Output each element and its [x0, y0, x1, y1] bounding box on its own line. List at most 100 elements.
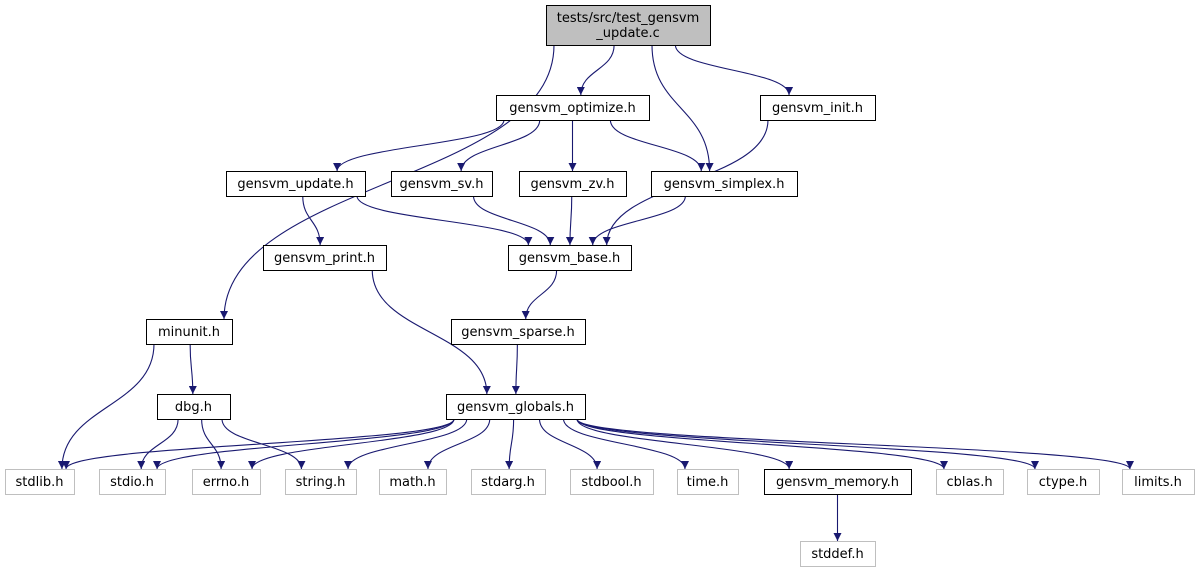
node-print[interactable]: gensvm_print.h [263, 245, 387, 271]
node-globals[interactable]: gensvm_globals.h [446, 394, 586, 420]
node-limits-label: limits.h [1134, 475, 1182, 490]
node-stdarg-label: stdarg.h [481, 475, 535, 490]
edge-zv-to-base [565, 195, 574, 246]
edge-dbg-to-stdio [137, 418, 179, 470]
node-simplex[interactable]: gensvm_simplex.h [651, 171, 798, 197]
node-stddef-label: stddef.h [811, 547, 863, 562]
edge-update-to-print [302, 195, 325, 246]
edge-layer [57, 44, 1134, 541]
node-time[interactable]: time.h [677, 469, 739, 495]
node-ctype-label: ctype.h [1039, 475, 1088, 490]
edge-minunit-to-stdlib [57, 343, 155, 470]
edge-dbg-to-errno [201, 418, 226, 470]
node-init-box [760, 95, 876, 121]
node-layer: tests/src/test_gensvm_update.c gensvm_opt… [5, 5, 1195, 567]
node-optimize-label: gensvm_optimize.h [509, 101, 636, 116]
node-zv[interactable]: gensvm_zv.h [519, 171, 627, 197]
node-minunit-label: minunit.h [158, 325, 220, 340]
edge-globals-to-stdbool [538, 418, 602, 470]
edge-globals-to-stdarg [505, 418, 515, 470]
edge-globals-to-cblas [576, 418, 948, 470]
node-zv-label: gensvm_zv.h [531, 177, 615, 192]
node-globals-box [446, 394, 586, 420]
node-update[interactable]: gensvm_update.h [226, 171, 366, 197]
node-limits[interactable]: limits.h [1122, 469, 1195, 495]
node-globals-label: gensvm_globals.h [457, 400, 574, 415]
edge-simplex-to-base [588, 195, 686, 246]
node-sv-label: gensvm_sv.h [400, 177, 484, 192]
node-memory-box [764, 469, 912, 495]
node-print-label: gensvm_print.h [274, 251, 375, 266]
node-root[interactable]: tests/src/test_gensvm_update.c [546, 5, 711, 46]
node-ctype-box [1027, 469, 1100, 495]
node-base-label: gensvm_base.h [519, 251, 620, 266]
node-dbg[interactable]: dbg.h [157, 394, 231, 420]
node-stdio-label: stdio.h [110, 475, 154, 490]
node-math-box [379, 469, 447, 495]
node-string-label: string.h [296, 475, 346, 490]
edge-print-to-globals [371, 269, 491, 395]
node-time-label: time.h [687, 475, 729, 490]
node-base[interactable]: gensvm_base.h [508, 245, 632, 271]
edge-optimize-to-simplex [609, 119, 706, 172]
node-sparse-box [451, 319, 586, 345]
node-errno[interactable]: errno.h [192, 469, 261, 495]
edge-base-to-sparse [521, 269, 558, 320]
node-cblas[interactable]: cblas.h [936, 469, 1004, 495]
node-simplex-box [651, 171, 798, 197]
edge-root-to-init [674, 44, 794, 96]
node-memory-label: gensvm_memory.h [776, 475, 899, 490]
node-memory[interactable]: gensvm_memory.h [764, 469, 912, 495]
node-stdio[interactable]: stdio.h [99, 469, 166, 495]
edge-optimize-to-sv [457, 119, 541, 172]
node-stdarg[interactable]: stdarg.h [471, 469, 546, 495]
node-stdarg-box [471, 469, 546, 495]
node-math-label: math.h [389, 475, 435, 490]
node-optimize[interactable]: gensvm_optimize.h [496, 95, 650, 121]
node-stdlib-box [5, 469, 75, 495]
node-minunit-box [146, 319, 233, 345]
node-update-label: gensvm_update.h [237, 177, 353, 192]
edge-optimize-to-update [333, 119, 505, 172]
node-sparse-label: gensvm_sparse.h [461, 325, 575, 340]
node-errno-box [192, 469, 261, 495]
node-minunit[interactable]: minunit.h [146, 319, 233, 345]
edge-globals-to-stdio [153, 418, 455, 470]
edge-globals-to-ctype [576, 418, 1039, 470]
node-update-box [226, 171, 366, 197]
node-stddef[interactable]: stddef.h [800, 541, 876, 567]
edge-root-to-simplex [651, 44, 714, 172]
edge-globals-to-memory [576, 418, 794, 470]
node-cblas-label: cblas.h [946, 475, 992, 490]
node-ctype[interactable]: ctype.h [1027, 469, 1100, 495]
node-sv[interactable]: gensvm_sv.h [391, 171, 493, 197]
node-stdlib-label: stdlib.h [16, 475, 64, 490]
edge-sv-to-base [472, 195, 555, 246]
node-root-box [546, 5, 711, 46]
edge-minunit-to-dbg [188, 343, 197, 395]
node-root-label: tests/src/test_gensvm [557, 11, 700, 26]
node-stdbool-box [570, 469, 654, 495]
node-init[interactable]: gensvm_init.h [760, 95, 876, 121]
edge-globals-to-stdlib [62, 418, 455, 470]
node-cblas-box [936, 469, 1004, 495]
node-sparse[interactable]: gensvm_sparse.h [451, 319, 586, 345]
edge-update-to-base [356, 195, 533, 246]
node-simplex-label: gensvm_simplex.h [664, 177, 785, 192]
node-time-box [677, 469, 739, 495]
node-string-box [285, 469, 357, 495]
node-optimize-box [496, 95, 650, 121]
node-print-box [263, 245, 387, 271]
node-stdbool[interactable]: stdbool.h [570, 469, 654, 495]
node-dbg-box [157, 394, 231, 420]
edge-globals-to-errno [248, 418, 455, 470]
node-init-label: gensvm_init.h [772, 101, 863, 116]
node-string[interactable]: string.h [285, 469, 357, 495]
edge-sparse-to-globals [511, 343, 520, 395]
node-root-label: _update.c [595, 26, 660, 41]
node-math[interactable]: math.h [379, 469, 447, 495]
edge-globals-to-string [344, 418, 468, 470]
edge-globals-to-math [423, 418, 491, 470]
node-stdlib[interactable]: stdlib.h [5, 469, 75, 495]
